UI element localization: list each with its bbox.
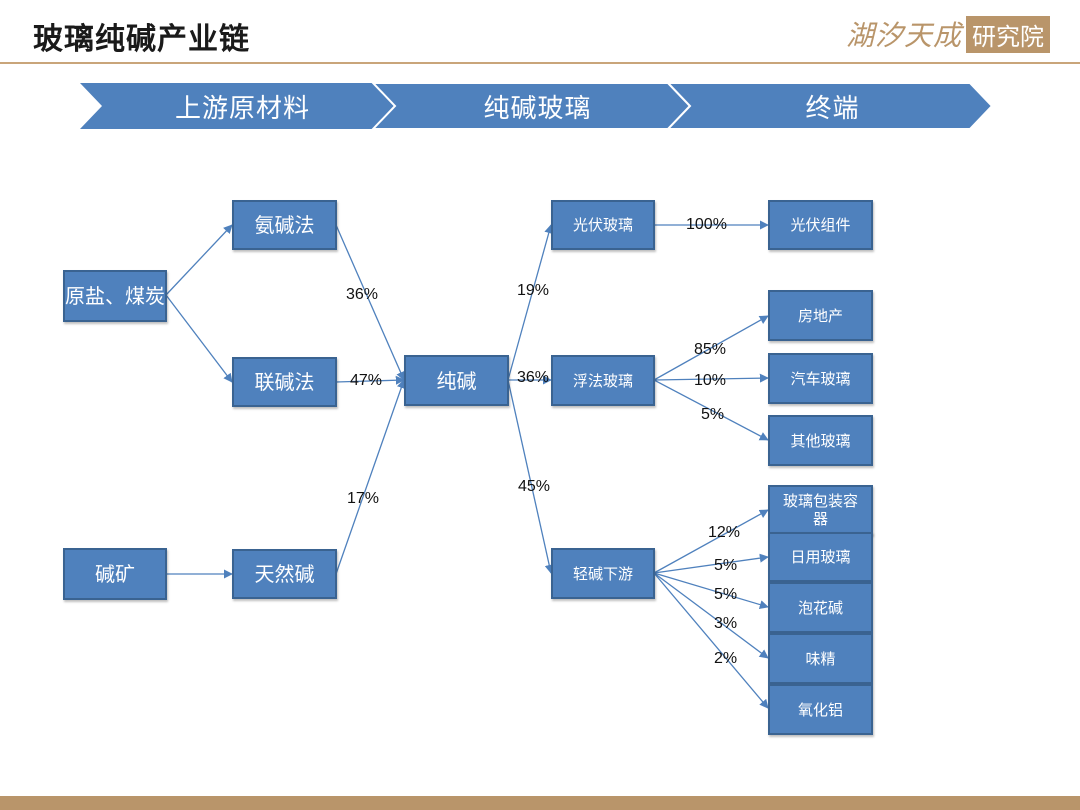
arrow-float-auto <box>653 373 769 383</box>
arrow-light-daily <box>653 553 769 574</box>
arrow-light-alumina <box>653 572 769 709</box>
logo-script-text: 湖汐天成 <box>846 19 963 52</box>
arrow-light-silicate <box>653 572 769 610</box>
pct-soda-float: 36% <box>517 369 550 386</box>
pct-glass-packaging: 12% <box>708 524 741 541</box>
node-ammonia-process: 氨碱法 <box>232 200 337 250</box>
node-sodium-silicate: 泡花碱 <box>768 582 873 633</box>
stage-chevron-upstream <box>80 83 395 129</box>
node-soda-ore: 碱矿 <box>63 548 167 600</box>
stage-soda-glass-label: 纯碱玻璃 <box>483 93 592 124</box>
arrow-soda-light <box>507 379 554 574</box>
node-natural-soda: 天然碱 <box>232 549 337 599</box>
header-divider <box>0 62 1080 64</box>
company-logo: 湖汐天成 研究院 <box>846 15 1051 53</box>
pct-soda-pv: 19% <box>517 282 550 299</box>
pct-ammonia-soda: 36% <box>346 286 379 303</box>
arrow-float-realestate <box>653 315 769 381</box>
node-msg: 味精 <box>768 633 873 684</box>
pct-pv-module: 100% <box>686 216 727 233</box>
pct-sodium-silicate: 5% <box>714 586 738 603</box>
arrow-raw1-ammonia <box>165 224 233 296</box>
stage-terminal-label: 终端 <box>805 93 860 124</box>
logo-box-text: 研究院 <box>966 15 1051 53</box>
stage-chevron-terminal <box>665 82 994 130</box>
node-real-estate: 房地产 <box>768 290 873 341</box>
node-auto-glass: 汽车玻璃 <box>768 353 873 404</box>
pct-alumina: 2% <box>714 650 738 667</box>
node-alumina: 氧化铝 <box>768 684 873 735</box>
footer-bar <box>0 796 1080 810</box>
pct-daily-glass: 5% <box>714 557 738 574</box>
pct-joint-soda: 47% <box>350 372 383 389</box>
pct-natural-soda: 17% <box>347 490 380 507</box>
stage-upstream-label: 上游原材料 <box>174 93 310 124</box>
node-pv-module: 光伏组件 <box>768 200 873 250</box>
arrow-light-pack <box>653 509 769 574</box>
node-soda-ash: 纯碱 <box>404 355 509 406</box>
pct-other-glass: 5% <box>701 406 725 423</box>
pct-soda-light: 45% <box>518 478 551 495</box>
arrow-joint-soda <box>335 375 405 385</box>
page-title: 玻璃纯碱产业链 <box>33 22 250 57</box>
pct-real-estate: 85% <box>694 341 727 358</box>
pct-auto-glass: 10% <box>694 372 727 389</box>
arrow-natural-soda <box>335 379 406 575</box>
node-light-soda-downstream: 轻碱下游 <box>551 548 655 599</box>
node-other-glass: 其他玻璃 <box>768 415 873 466</box>
arrow-ammonia-soda <box>335 224 405 381</box>
node-daily-glass: 日用玻璃 <box>768 532 873 582</box>
node-float-glass: 浮法玻璃 <box>551 355 655 406</box>
node-pv-glass: 光伏玻璃 <box>551 200 655 250</box>
node-joint-process: 联碱法 <box>232 357 337 407</box>
arrow-soda-pv <box>507 224 554 381</box>
arrow-float-other <box>653 379 769 441</box>
node-glass-packaging: 玻璃包装容器 <box>768 485 873 535</box>
node-raw-salt-coal: 原盐、煤炭 <box>63 270 167 322</box>
pct-msg: 3% <box>714 615 738 632</box>
arrow-light-msg <box>653 572 769 659</box>
arrow-raw1-joint <box>165 294 233 383</box>
